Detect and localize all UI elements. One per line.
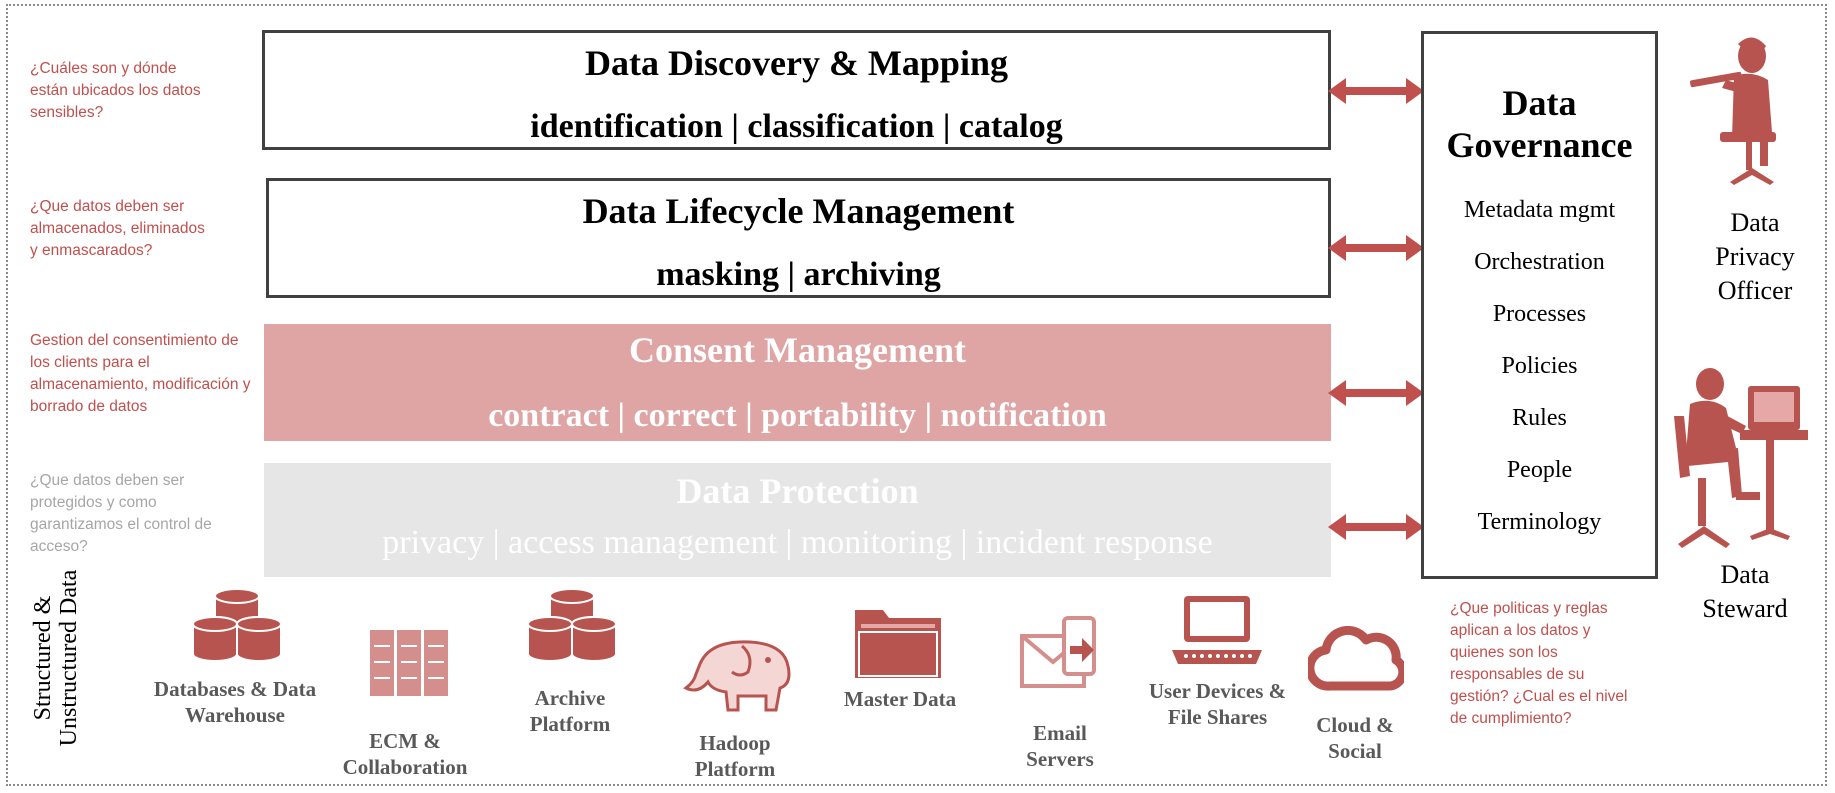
email-server-icon: [1020, 616, 1096, 688]
layer-consent: Consent Management contract | correct | …: [264, 324, 1331, 441]
governance-item: Processes: [1492, 301, 1587, 327]
laptop-icon: [1172, 596, 1262, 664]
layer-consent-subtitle: contract | correct | portability | notif…: [488, 397, 1107, 434]
cloud-icon: [1308, 626, 1404, 691]
governance-item: Orchestration: [1474, 249, 1605, 275]
source-email: Email Servers: [1026, 721, 1094, 771]
layer-discovery: Data Discovery & Mapping identification …: [262, 30, 1331, 150]
layer-protection-title: Data Protection: [676, 471, 919, 511]
double-arrow-icon: [1328, 380, 1424, 406]
governance-title: Data Governance: [1446, 83, 1633, 165]
layer-protection: Data Protection privacy | access managem…: [264, 463, 1331, 577]
source-devices: User Devices & File Shares: [1148, 679, 1287, 729]
double-arrow-icon: [1328, 235, 1424, 261]
governance-item: Rules: [1512, 405, 1567, 431]
layer-discovery-title: Data Discovery & Mapping: [585, 43, 1008, 83]
source-master: Master Data: [843, 687, 957, 711]
governance-panel: Data Governance Metadata mgmt Orchestrat…: [1421, 31, 1658, 579]
privacy-officer-icon: [1690, 37, 1776, 185]
structured-data-label: Structured & Unstructured Data: [30, 569, 82, 747]
file-cabinet-icon: [370, 630, 448, 696]
diagram-frame: [6, 4, 1827, 786]
governance-item: People: [1506, 457, 1573, 483]
data-steward-label: Data Steward: [1702, 560, 1788, 623]
layer-lifecycle-title: Data Lifecycle Management: [582, 191, 1015, 231]
double-arrow-icon: [1328, 514, 1424, 540]
layer-discovery-subtitle: identification | classification | catalo…: [530, 108, 1063, 145]
question-lifecycle: ¿Que datos deben ser almacenados, elimin…: [30, 198, 205, 259]
double-arrow-icon: [1328, 78, 1424, 104]
governance-item: Policies: [1501, 353, 1578, 379]
source-cloud: Cloud & Social: [1316, 713, 1394, 763]
question-protection: ¿Que datos deben ser protegidos y como g…: [30, 472, 212, 555]
archive-database-icon: [528, 590, 616, 662]
governance-item: Terminology: [1477, 509, 1602, 535]
source-hadoop: Hadoop Platform: [694, 731, 776, 781]
data-steward-icon: [1674, 368, 1808, 548]
layer-lifecycle: Data Lifecycle Management masking | arch…: [266, 178, 1331, 298]
folder-icon: [855, 610, 941, 678]
source-archive: Archive Platform: [529, 686, 611, 736]
layer-lifecycle-subtitle: masking | archiving: [656, 256, 941, 293]
source-databases: Databases & Data Warehouse: [153, 677, 317, 727]
database-icon: [193, 590, 281, 662]
privacy-officer-label: Data Privacy Officer: [1715, 208, 1795, 305]
layer-consent-title: Consent Management: [629, 330, 966, 370]
hadoop-elephant-icon: [683, 640, 791, 712]
governance-item: Metadata mgmt: [1463, 197, 1616, 223]
question-governance: ¿Que politicas y reglas aplican a los da…: [1450, 600, 1628, 727]
question-discovery: ¿Cuáles son y dónde están ubicados los d…: [30, 60, 201, 121]
source-ecm: ECM & Collaboration: [342, 729, 468, 779]
layer-protection-subtitle: privacy | access management | monitoring…: [382, 524, 1213, 561]
question-consent: Gestion del consentimiento de los client…: [30, 332, 251, 415]
